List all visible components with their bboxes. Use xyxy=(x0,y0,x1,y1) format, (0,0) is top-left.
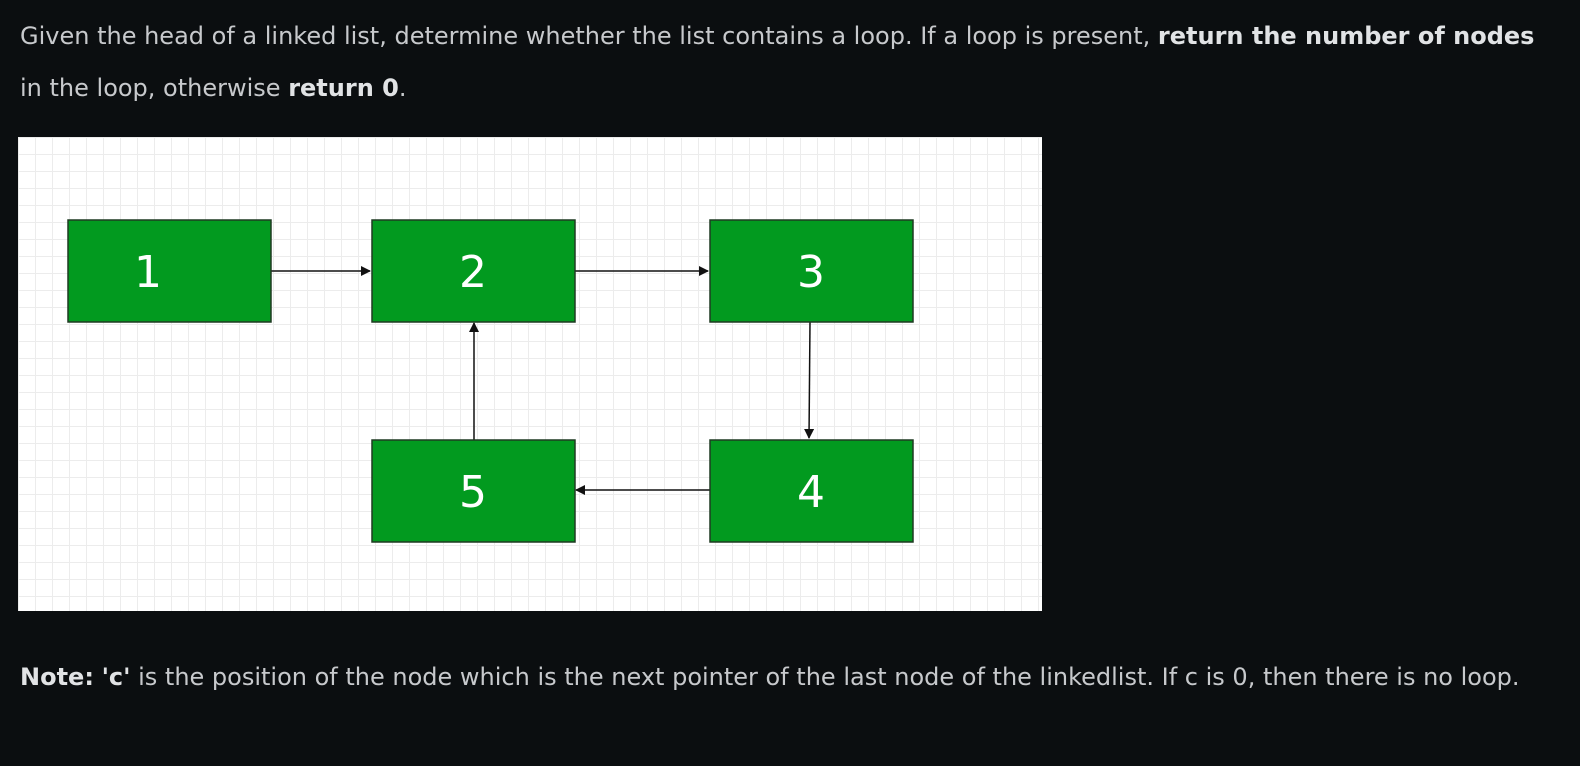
problem-text-3: . xyxy=(398,74,407,102)
problem-text-1: Given the head of a linked list, determi… xyxy=(20,22,1158,50)
node-1-label: 1 xyxy=(134,247,162,298)
problem-bold-return-zero: return 0 xyxy=(288,74,399,102)
node-1-box xyxy=(67,219,272,323)
node-4-label: 4 xyxy=(797,467,825,518)
node-1: 1 xyxy=(67,219,272,323)
note-text: is the position of the node which is the… xyxy=(130,663,1520,691)
node-4: 4 xyxy=(709,439,914,543)
linked-list-diagram: 1 2 3 4 5 xyxy=(18,137,1042,611)
node-5-label: 5 xyxy=(459,467,487,518)
node-2: 2 xyxy=(371,219,576,323)
arrow-3-to-4 xyxy=(804,321,815,439)
node-4-box xyxy=(709,439,914,543)
note-label: Note: xyxy=(20,663,94,691)
problem-text-2: in the loop, otherwise xyxy=(20,74,289,102)
node-5: 5 xyxy=(371,439,576,543)
node-3: 3 xyxy=(709,219,914,323)
problem-statement: Given the head of a linked list, determi… xyxy=(20,10,1560,114)
note-variable-c: 'c' xyxy=(101,663,131,691)
node-2-box xyxy=(371,219,576,323)
node-2-label: 2 xyxy=(459,247,487,298)
problem-bold-return-count: return the number of nodes xyxy=(1157,22,1535,50)
note-paragraph: Note: 'c' is the position of the node wh… xyxy=(20,652,1560,702)
node-5-box xyxy=(371,439,576,543)
node-3-box xyxy=(709,219,914,323)
node-3-label: 3 xyxy=(797,247,825,298)
diagram-svg: 1 2 3 4 5 xyxy=(67,219,914,543)
